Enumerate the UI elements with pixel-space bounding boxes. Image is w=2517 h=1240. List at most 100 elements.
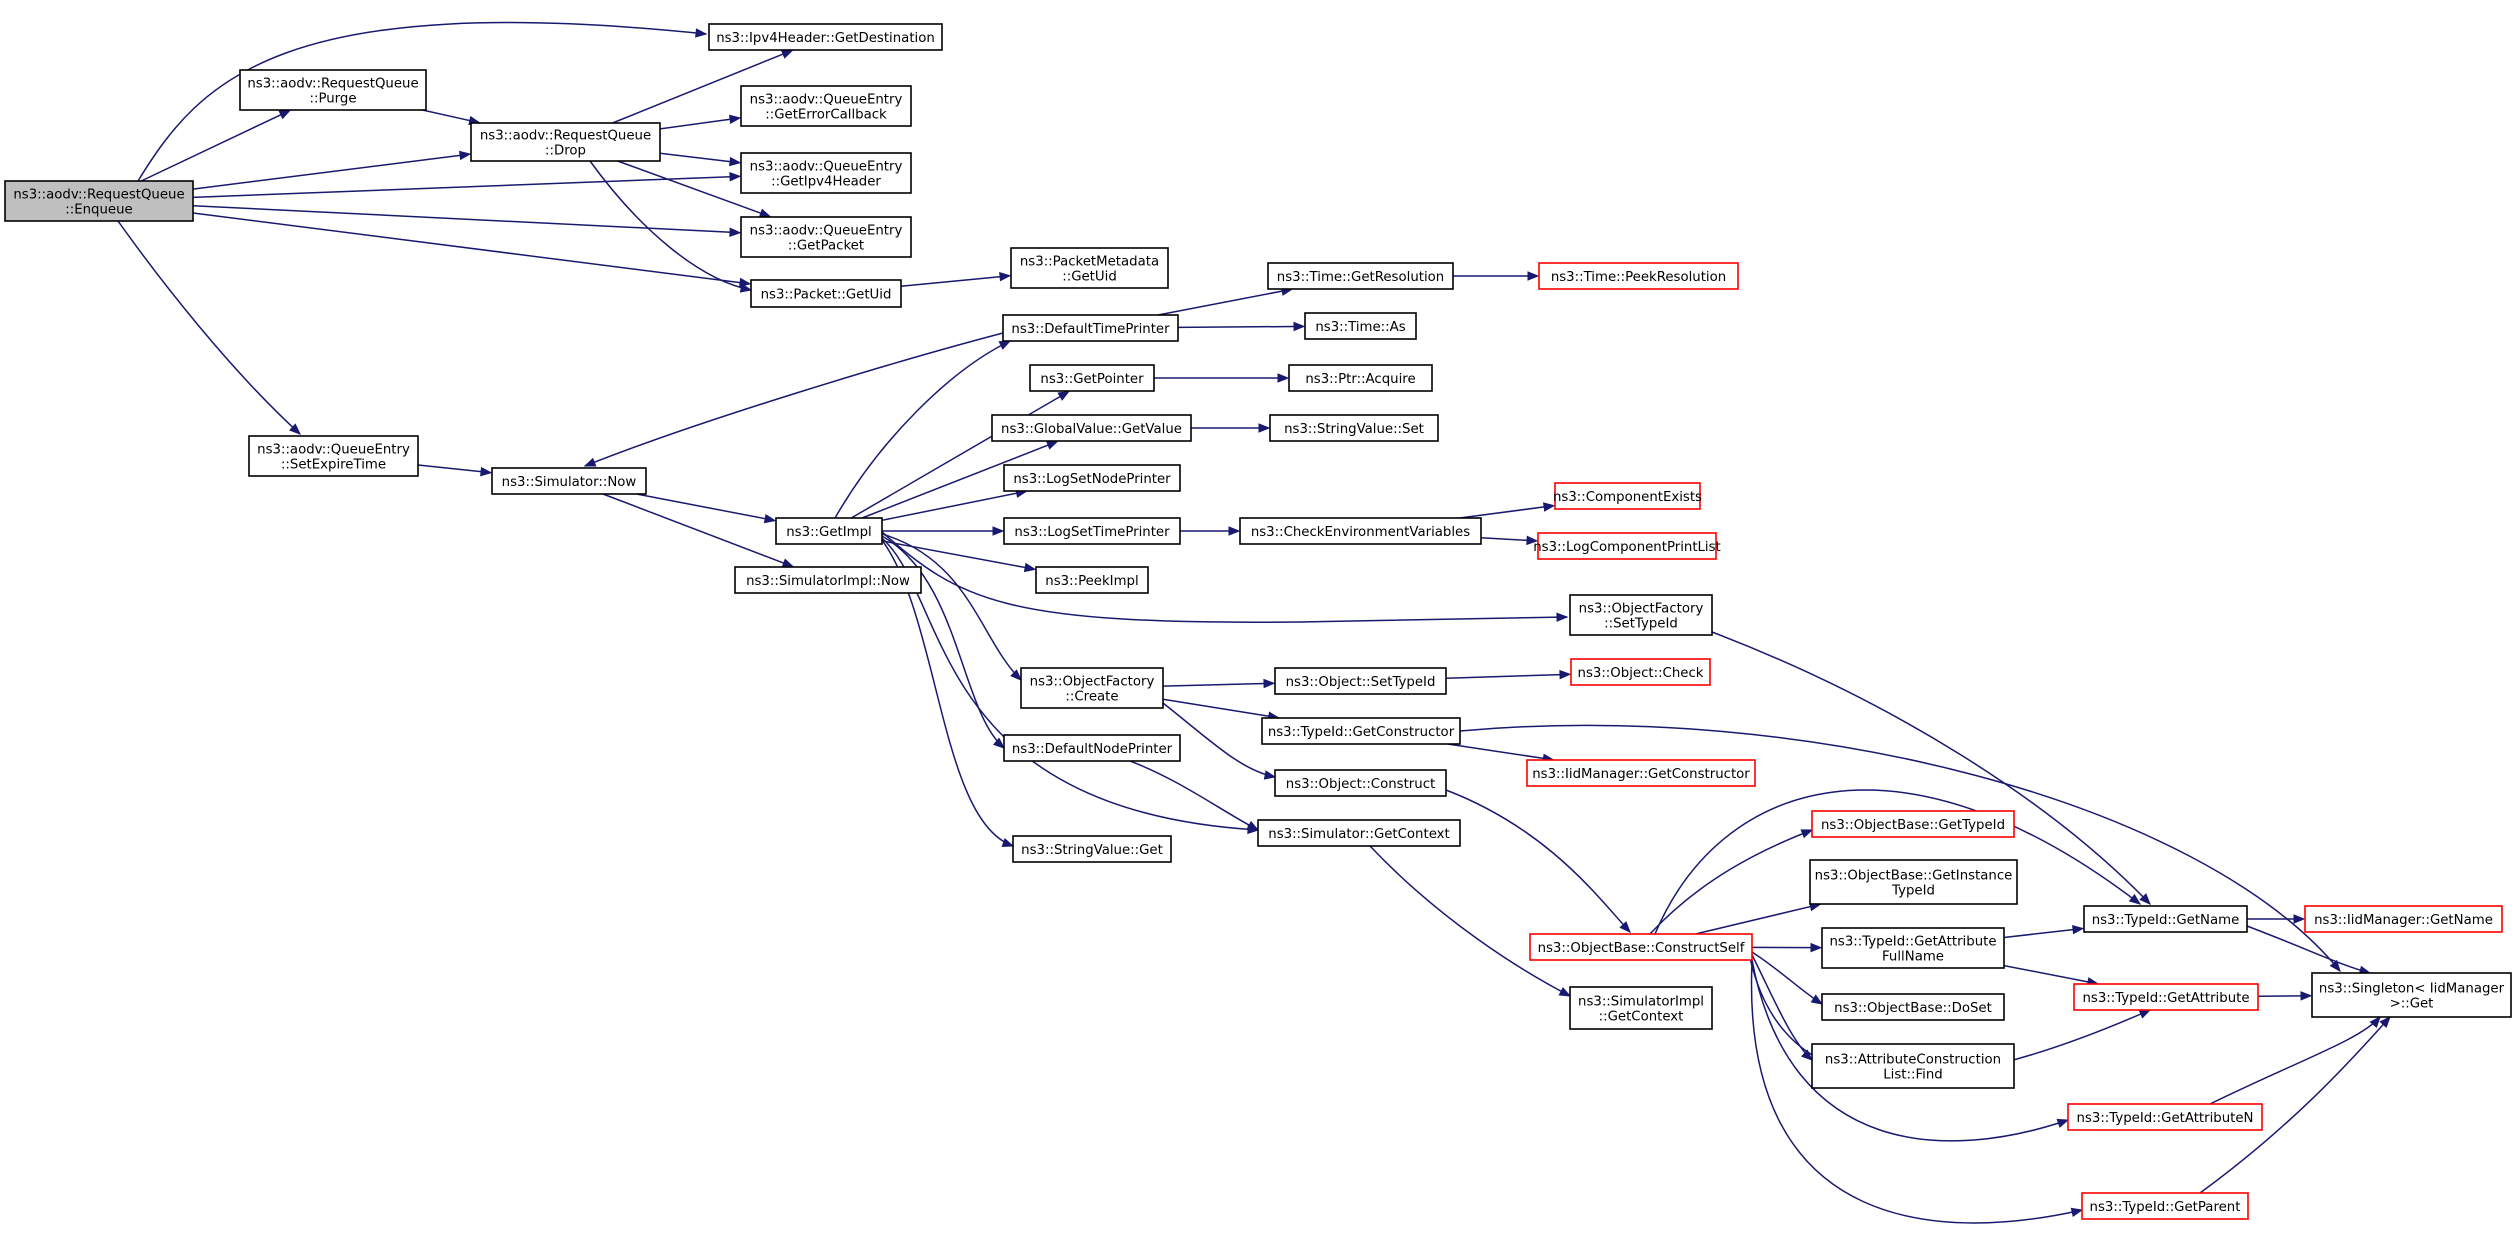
node-box[interactable] (740, 85, 912, 127)
node-box[interactable] (470, 122, 661, 162)
graph-node-simgetctx[interactable]: ns3::Simulator::GetContext (1257, 819, 1461, 847)
graph-node-svget[interactable]: ns3::StringValue::Get (1012, 835, 1172, 863)
node-box[interactable] (1012, 835, 1172, 863)
graph-node-compexists[interactable]: ns3::ComponentExists (1553, 482, 1702, 510)
graph-node-logtimeprinter[interactable]: ns3::LogSetTimePrinter (1003, 517, 1181, 545)
graph-node-getipv4[interactable]: ns3::aodv::QueueEntry::GetIpv4Header (740, 152, 912, 194)
node-box[interactable] (1003, 464, 1181, 492)
graph-node-simimplgetctx[interactable]: ns3::SimulatorImpl::GetContext (1569, 986, 1713, 1030)
node-box[interactable] (1274, 667, 1447, 695)
node-box[interactable] (734, 566, 922, 594)
node-box[interactable] (1010, 247, 1169, 289)
graph-node-iidgetname[interactable]: ns3::IidManager::GetName (2304, 905, 2503, 933)
node-box[interactable] (1267, 262, 1454, 290)
graph-node-tidgetctor[interactable]: ns3::TypeId::GetConstructor (1261, 717, 1461, 745)
node-box[interactable] (1811, 810, 2015, 838)
graph-node-lognodeprinter[interactable]: ns3::LogSetNodePrinter (1003, 464, 1181, 492)
graph-node-tidgetattrn[interactable]: ns3::TypeId::GetAttributeN (2067, 1103, 2263, 1131)
node-box[interactable] (2304, 905, 2503, 933)
node-box[interactable] (2073, 983, 2259, 1011)
node-box[interactable] (1821, 993, 2005, 1021)
node-box[interactable] (1274, 769, 1447, 797)
graph-node-peekimpl[interactable]: ns3::PeekImpl (1035, 566, 1149, 594)
node-box[interactable] (1529, 933, 1753, 961)
graph-node-simnow[interactable]: ns3::Simulator::Now (491, 467, 647, 495)
node-box[interactable] (1239, 517, 1482, 545)
node-box[interactable] (775, 517, 883, 545)
node-box[interactable] (1257, 819, 1461, 847)
graph-node-drop[interactable]: ns3::aodv::RequestQueue::Drop (470, 122, 661, 162)
graph-node-deftimeprinter[interactable]: ns3::DefaultTimePrinter (1002, 314, 1179, 342)
graph-node-timeas[interactable]: ns3::Time::As (1304, 312, 1417, 340)
graph-node-checkenv[interactable]: ns3::CheckEnvironmentVariables (1239, 517, 1482, 545)
graph-node-obgettypeid[interactable]: ns3::ObjectBase::GetTypeId (1811, 810, 2015, 838)
node-box[interactable] (1809, 859, 2018, 905)
graph-node-geterrcb[interactable]: ns3::aodv::QueueEntry::GetErrorCallback (740, 85, 912, 127)
graph-node-gvgetvalue[interactable]: ns3::GlobalValue::GetValue (991, 414, 1192, 442)
node-box[interactable] (491, 467, 647, 495)
graph-node-getimpl[interactable]: ns3::GetImpl (775, 517, 883, 545)
graph-node-getpacket[interactable]: ns3::aodv::QueueEntry::GetPacket (740, 216, 912, 258)
node-box[interactable] (1269, 414, 1439, 442)
graph-node-iidgetctor[interactable]: ns3::IidManager::GetConstructor (1526, 759, 1756, 787)
graph-node-objcheck[interactable]: ns3::Object::Check (1570, 658, 1711, 686)
graph-node-ptracquire[interactable]: ns3::Ptr::Acquire (1288, 364, 1433, 392)
graph-node-enqueue[interactable]: ns3::aodv::RequestQueue::Enqueue (4, 180, 194, 222)
graph-node-getpointer[interactable]: ns3::GetPointer (1029, 364, 1155, 392)
node-box[interactable] (1569, 594, 1713, 636)
node-box[interactable] (1811, 1043, 2015, 1089)
node-box[interactable] (1035, 566, 1149, 594)
node-box[interactable] (239, 69, 427, 111)
graph-node-ofsettypeid[interactable]: ns3::ObjectFactory::SetTypeId (1569, 594, 1713, 636)
node-box[interactable] (1821, 927, 2005, 969)
graph-node-ofcreate[interactable]: ns3::ObjectFactory::Create (1020, 667, 1164, 709)
graph-node-objsettypeid[interactable]: ns3::Object::SetTypeId (1274, 667, 1447, 695)
node-box[interactable] (2311, 972, 2512, 1018)
graph-node-pktgetuid[interactable]: ns3::Packet::GetUid (750, 279, 902, 308)
node-box[interactable] (4, 180, 194, 222)
graph-node-simimplnow[interactable]: ns3::SimulatorImpl::Now (734, 566, 922, 594)
node-box[interactable] (1002, 314, 1179, 342)
node-box[interactable] (1261, 717, 1461, 745)
graph-node-purge[interactable]: ns3::aodv::RequestQueue::Purge (239, 69, 427, 111)
graph-node-logcompprint[interactable]: ns3::LogComponentPrintList (1533, 532, 1721, 560)
graph-node-tidgetattr[interactable]: ns3::TypeId::GetAttribute (2073, 983, 2259, 1011)
node-box[interactable] (708, 23, 943, 51)
node-box[interactable] (1003, 517, 1181, 545)
node-box[interactable] (1020, 667, 1164, 709)
graph-node-peekres[interactable]: ns3::Time::PeekResolution (1538, 262, 1739, 290)
node-box[interactable] (2081, 1192, 2249, 1220)
graph-node-obconstructself[interactable]: ns3::ObjectBase::ConstructSelf (1529, 933, 1753, 961)
graph-node-svset[interactable]: ns3::StringValue::Set (1269, 414, 1439, 442)
graph-node-setexpire[interactable]: ns3::aodv::QueueEntry::SetExpireTime (248, 435, 419, 477)
graph-node-defnodeprinter[interactable]: ns3::DefaultNodePrinter (1003, 734, 1181, 762)
graph-node-tidgetparent[interactable]: ns3::TypeId::GetParent (2081, 1192, 2249, 1220)
node-box[interactable] (1569, 986, 1713, 1030)
graph-node-singletonget[interactable]: ns3::Singleton< IidManager>::Get (2311, 972, 2512, 1018)
node-box[interactable] (1304, 312, 1417, 340)
node-box[interactable] (740, 216, 912, 258)
node-box[interactable] (750, 279, 902, 308)
graph-node-getres[interactable]: ns3::Time::GetResolution (1267, 262, 1454, 290)
node-box[interactable] (1537, 532, 1717, 560)
node-box[interactable] (991, 414, 1192, 442)
node-box[interactable] (1288, 364, 1433, 392)
graph-node-tidgetname[interactable]: ns3::TypeId::GetName (2083, 905, 2248, 933)
node-box[interactable] (1029, 364, 1155, 392)
graph-node-pmgetuid[interactable]: ns3::PacketMetadata::GetUid (1010, 247, 1169, 289)
node-box[interactable] (1570, 658, 1711, 686)
node-box[interactable] (1526, 759, 1756, 787)
node-box[interactable] (2067, 1103, 2263, 1131)
node-box[interactable] (1554, 482, 1701, 510)
node-box[interactable] (1538, 262, 1739, 290)
node-box[interactable] (740, 152, 912, 194)
graph-node-objconstruct[interactable]: ns3::Object::Construct (1274, 769, 1447, 797)
node-box[interactable] (2083, 905, 2248, 933)
node-box[interactable] (1003, 734, 1181, 762)
graph-node-obdoset[interactable]: ns3::ObjectBase::DoSet (1821, 993, 2005, 1021)
graph-node-getdest[interactable]: ns3::Ipv4Header::GetDestination (708, 23, 943, 51)
node-box[interactable] (248, 435, 419, 477)
